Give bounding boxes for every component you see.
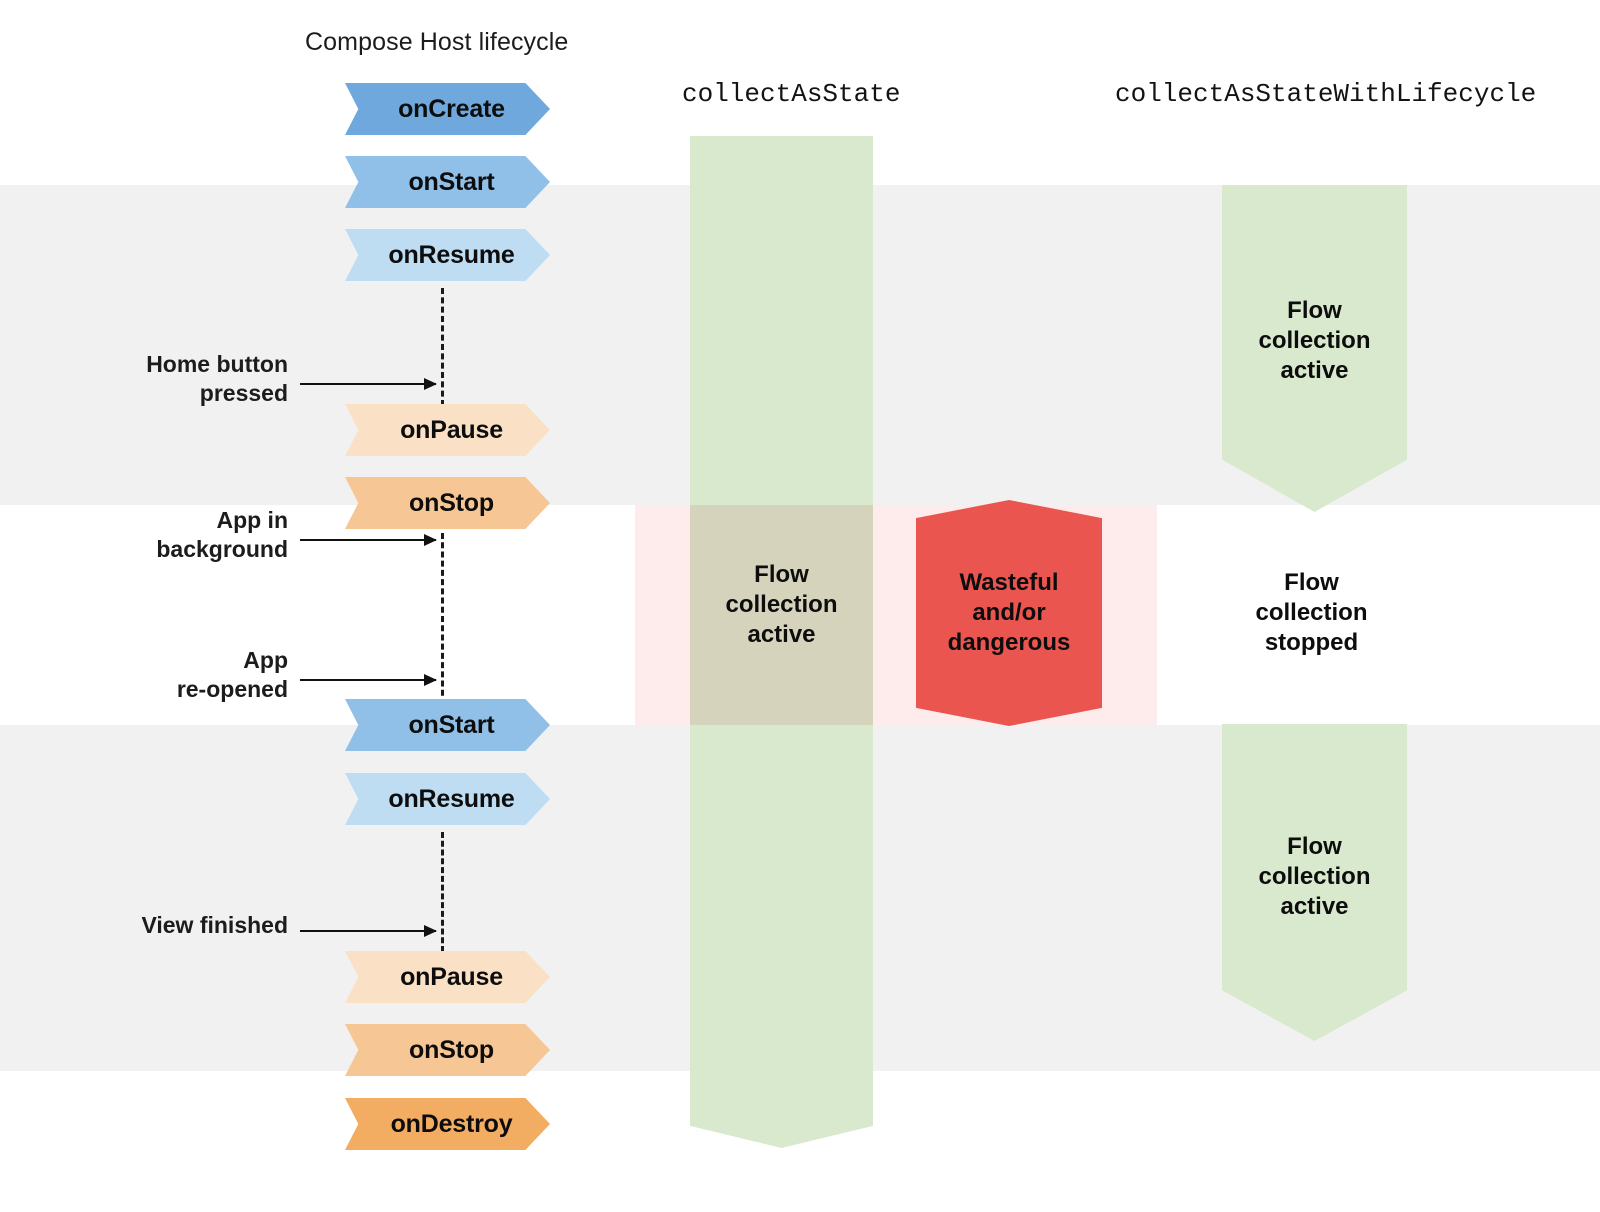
arrow-shaft — [300, 383, 436, 385]
collect-as-state-active-column-tip — [690, 1010, 873, 1148]
dashed-line-resume-to-pause — [441, 288, 444, 406]
collect-as-state-header: collectAsState — [682, 79, 901, 109]
lifecycle-chevron-label: onResume — [388, 240, 515, 269]
with-lifecycle-active-column-top — [1222, 185, 1407, 512]
annotation-arrow-view-finished — [300, 925, 437, 937]
lifecycle-chevron-label: onStart — [408, 167, 495, 196]
annotation-home-button-pressed: Home button pressed — [146, 351, 288, 406]
lifecycle-chevron-onresume-2: onResume — [345, 229, 550, 281]
annotation-arrow-app-in-background — [300, 534, 437, 546]
lifecycle-chevron-onstart-5: onStart — [345, 699, 550, 751]
annotation-app-in-background: App in background — [156, 507, 288, 562]
lifecycle-chevron-label: onDestroy — [390, 1109, 513, 1138]
collect-as-state-status-label: Flow collection active — [725, 561, 838, 649]
lifecycle-chevron-onstart-1: onStart — [345, 156, 550, 208]
lifecycle-chevron-onresume-6: onResume — [345, 773, 550, 825]
lifecycle-chevron-label: onCreate — [398, 94, 505, 123]
arrow-head — [424, 925, 437, 937]
lifecycle-chevron-label: onResume — [388, 784, 515, 813]
arrow-head — [424, 674, 437, 686]
arrow-shaft — [300, 539, 436, 541]
warning-label: Wasteful and/or dangerous — [947, 568, 1071, 657]
with-lifecycle-active-column-bottom — [1222, 724, 1407, 1041]
lifecycle-chevron-onpause-7: onPause — [345, 951, 550, 1003]
dashed-line-stop-to-start — [441, 533, 444, 705]
annotation-arrow-app-re-opened — [300, 674, 437, 686]
collect-as-state-with-lifecycle-header: collectAsStateWithLifecycle — [1115, 79, 1537, 109]
lifecycle-chevron-ondestroy-9: onDestroy — [345, 1098, 550, 1150]
with-lifecycle-status-active-top: Flow collection active — [1258, 297, 1371, 385]
compose-host-lifecycle-title: Compose Host lifecycle — [305, 28, 569, 56]
arrow-head — [424, 378, 437, 390]
arrow-head — [424, 534, 437, 546]
lifecycle-chevron-label: onPause — [400, 415, 503, 444]
lifecycle-chevron-label: onStop — [409, 488, 494, 517]
wasteful-or-dangerous-warning: Wasteful and/or dangerous — [916, 500, 1102, 726]
dashed-line-resume-to-pause-2 — [441, 832, 444, 952]
collect-as-state-column-pink-overlap — [690, 505, 873, 725]
lifecycle-chevron-label: onStop — [409, 1035, 494, 1064]
annotation-app-re-opened: App re-opened — [176, 647, 288, 702]
lifecycle-chevron-label: onPause — [400, 962, 503, 991]
with-lifecycle-status-stopped: Flow collection stopped — [1255, 569, 1368, 657]
annotation-arrow-home-button-pressed — [300, 378, 437, 390]
with-lifecycle-status-active-bottom: Flow collection active — [1258, 833, 1371, 921]
lifecycle-chevron-onpause-3: onPause — [345, 404, 550, 456]
lifecycle-chevron-onstop-4: onStop — [345, 477, 550, 529]
lifecycle-chevron-label: onStart — [408, 710, 495, 739]
lifecycle-chevron-oncreate-0: onCreate — [345, 83, 550, 135]
lifecycle-chevron-onstop-8: onStop — [345, 1024, 550, 1076]
arrow-shaft — [300, 679, 436, 681]
arrow-shaft — [300, 930, 436, 932]
annotation-view-finished: View finished — [141, 912, 288, 938]
